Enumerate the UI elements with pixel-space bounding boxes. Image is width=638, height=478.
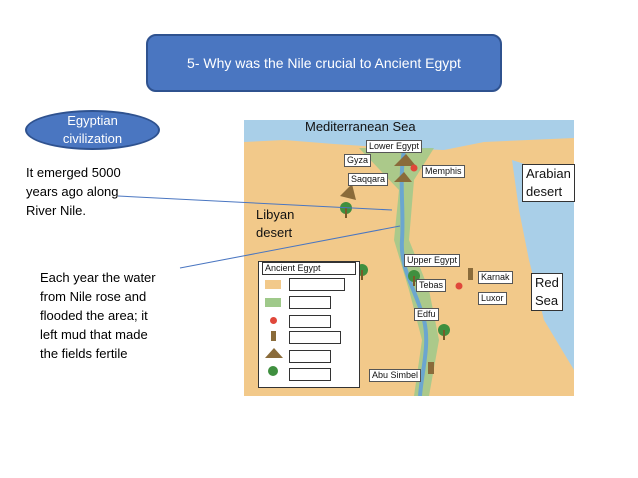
flood-text: Each year the water from Nile rose and f… xyxy=(40,268,156,363)
flood-line-2: from Nile rose and xyxy=(40,289,147,304)
emerged-line-2: years ago along xyxy=(26,184,119,199)
map-legend: Ancient Egypt xyxy=(258,261,360,388)
pyramid-icon xyxy=(394,154,416,166)
arabian-line-2: desert xyxy=(526,184,563,199)
legend-fertile-swatch xyxy=(265,298,281,307)
red-sea-label: Red Sea xyxy=(531,273,563,311)
legend-entry-box xyxy=(289,315,331,328)
slide-title: 5- Why was the Nile crucial to Ancient E… xyxy=(146,34,502,92)
mediterranean-sea xyxy=(244,120,574,150)
legend-pin-icon xyxy=(270,317,277,324)
flood-line-1: Each year the water xyxy=(40,270,156,285)
pyramid-icon xyxy=(340,184,356,200)
temple-icon xyxy=(468,268,473,280)
emerged-pointer-line xyxy=(117,195,393,211)
emerged-line-3: River Nile. xyxy=(26,203,86,218)
legend-entry-box xyxy=(289,296,331,309)
civilization-ellipse: Egyptian civilization xyxy=(25,110,160,150)
flood-pointer-line xyxy=(179,225,401,269)
pin-icon xyxy=(455,282,463,290)
pyramid-icon xyxy=(394,172,412,182)
legend-temple-icon xyxy=(271,331,276,341)
libyan-desert-label: Libyan desert xyxy=(256,206,294,242)
pin-icon xyxy=(410,164,418,172)
edfu-label: Edfu xyxy=(414,308,439,321)
legend-desert-swatch xyxy=(265,280,281,289)
flood-line-4: left mud that made xyxy=(40,327,148,342)
emerged-text: It emerged 5000 years ago along River Ni… xyxy=(26,163,121,220)
legend-pyramid-icon xyxy=(265,348,283,358)
memphis-label: Memphis xyxy=(422,165,465,178)
legend-entry-box xyxy=(289,350,331,363)
legend-entry-box xyxy=(289,331,341,344)
tebas-label: Tebas xyxy=(416,279,447,292)
legend-entry-box xyxy=(289,368,331,381)
lower-egypt-label: Lower Egypt xyxy=(366,140,423,153)
nile-river xyxy=(399,149,429,396)
flood-line-3: flooded the area; it xyxy=(40,308,148,323)
arabian-line-1: Arabian xyxy=(526,166,571,181)
luxor-label: Luxor xyxy=(478,292,507,305)
karnak-label: Karnak xyxy=(478,271,513,284)
emerged-line-1: It emerged 5000 xyxy=(26,165,121,180)
flood-line-5: the fields fertile xyxy=(40,346,128,361)
mediterranean-label: Mediterranean Sea xyxy=(305,119,416,134)
libyan-line-2: desert xyxy=(256,225,293,240)
red-sea xyxy=(512,160,574,370)
arabian-desert-label: Arabian desert xyxy=(522,164,575,202)
libyan-line-1: Libyan xyxy=(256,207,295,222)
red-sea-line-2: Sea xyxy=(535,293,559,308)
saqqara-label: Saqqara xyxy=(348,173,389,186)
legend-entry-box xyxy=(289,278,345,291)
civilization-line1: Egyptian xyxy=(67,113,118,128)
abu-simbel-label: Abu Simbel xyxy=(369,369,422,382)
gyza-label: Gyza xyxy=(344,154,372,167)
legend-palm-icon xyxy=(268,366,278,376)
legend-title: Ancient Egypt xyxy=(262,262,356,275)
red-sea-line-1: Red xyxy=(535,275,559,290)
civilization-line2: civilization xyxy=(62,131,123,146)
upper-egypt-label: Upper Egypt xyxy=(404,254,461,267)
temple-icon xyxy=(428,362,434,374)
